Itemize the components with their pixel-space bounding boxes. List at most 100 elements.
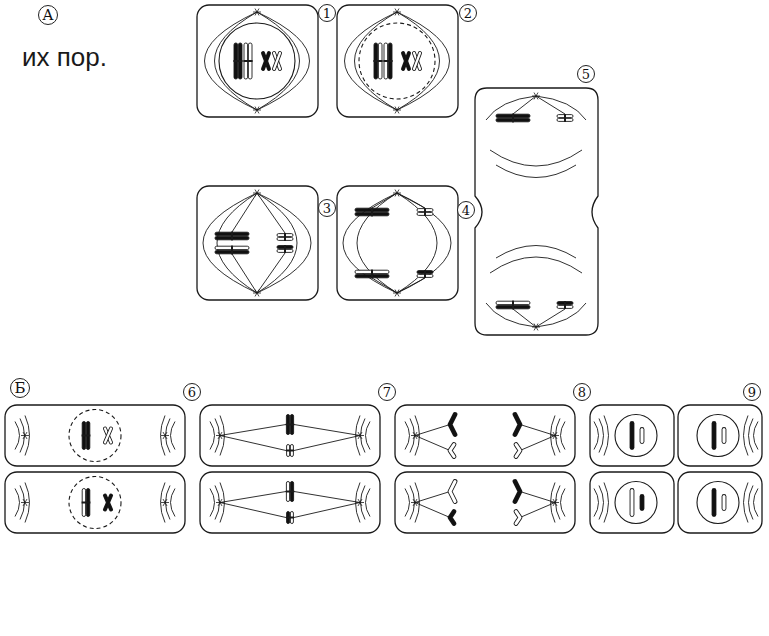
chromatid [516,512,520,524]
aster-arc [556,419,561,453]
chromosome [383,43,392,79]
aster-ray [218,432,220,435]
chromosome [286,445,294,457]
chromosome [496,114,530,123]
cell-outline [197,186,318,300]
chromatid-outline [263,53,269,69]
chromatid-outline [105,429,111,443]
chromatid [724,430,725,442]
aster-arc [754,422,759,450]
nuclear-envelope [219,23,295,99]
centriole [253,9,261,16]
spindle-fibre [490,150,582,166]
aster-arc [561,422,566,450]
series-letter: Б [10,378,30,398]
aster-ray [360,499,362,502]
spindle-fibre [257,193,311,293]
aster-arc [405,489,410,517]
spindle-fibre [257,193,297,293]
chromatid-outline [450,415,455,435]
aster-ray [395,110,397,113]
chromatid [403,53,409,69]
chromatid-outline [722,497,727,509]
aster-ray [165,432,167,435]
spindle-fibre [345,12,398,110]
centromere [286,491,294,493]
aster-arc [166,419,171,453]
spindle-fibre [520,436,555,451]
aster-ray [360,436,362,439]
series-letter: А [38,5,58,25]
circled-label: 2 [464,7,472,20]
chromatid-outline [450,512,454,524]
chromatid-fill [515,482,520,502]
centromere [286,424,294,426]
centromere [82,435,91,437]
aster-ray [165,499,167,502]
centriole [393,107,401,114]
cell-outline [200,472,380,533]
spindle-fibre [257,193,285,233]
spindle-fibre [294,503,360,518]
chromosome [403,53,409,69]
aster-ray [23,436,25,439]
nuclear-envelope [615,482,657,524]
cell-outline [475,88,598,335]
aster-ray [257,110,259,113]
centromere [243,60,252,62]
aster-ray [23,503,25,506]
aster-arc [754,489,759,517]
aster-ray [413,503,415,506]
chromatid [105,429,111,443]
circled-label: 3 [323,202,331,215]
spindle-fibre [486,96,536,120]
chromatid-fill [631,491,634,515]
chromatid [414,53,420,69]
aster-ray [397,107,399,110]
aster-ray [25,499,27,502]
chromatid [105,496,111,510]
cell-outline [590,405,674,466]
chromosome [274,53,280,69]
spindle-fibre [415,436,450,451]
spindle-fibre [520,425,555,436]
aster-ray [165,503,167,506]
centromere [231,246,233,255]
aster-ray [555,432,557,435]
chromatid [515,415,520,435]
aster-arc [20,486,25,520]
aster-arc [744,483,749,523]
chromosome [105,429,111,443]
spindle-fibre [220,436,286,451]
aster-arc [749,419,754,453]
spindle-fibre [486,303,536,327]
chromatid-fill [450,445,454,457]
centromere [564,114,566,122]
aster-ray [413,436,415,439]
spindle-fibre [490,257,582,273]
callout-number: 9 [743,383,761,401]
chromosome [286,415,294,435]
callout-number: 1 [318,4,336,22]
spindle-fibre [343,193,397,293]
centromere [424,208,426,216]
aster-ray [257,293,259,296]
aster-ray [165,436,167,439]
aster-arc [410,419,415,453]
aster-ray [257,9,259,12]
chromatid [515,482,520,502]
spindle-fibre [257,12,300,110]
spindle-fibre [536,96,586,120]
callout-number: 2 [459,4,477,22]
chromatid [105,429,111,443]
chromatid [450,415,455,435]
centriole [161,499,169,506]
spindle-fibre [294,436,360,451]
aster-ray [257,107,259,110]
chromatid [105,496,111,510]
centromere [564,301,566,309]
aster-ray [413,432,415,435]
spindle-fibre [415,425,450,436]
centromere [383,60,392,62]
chromatid-outline [712,424,717,448]
